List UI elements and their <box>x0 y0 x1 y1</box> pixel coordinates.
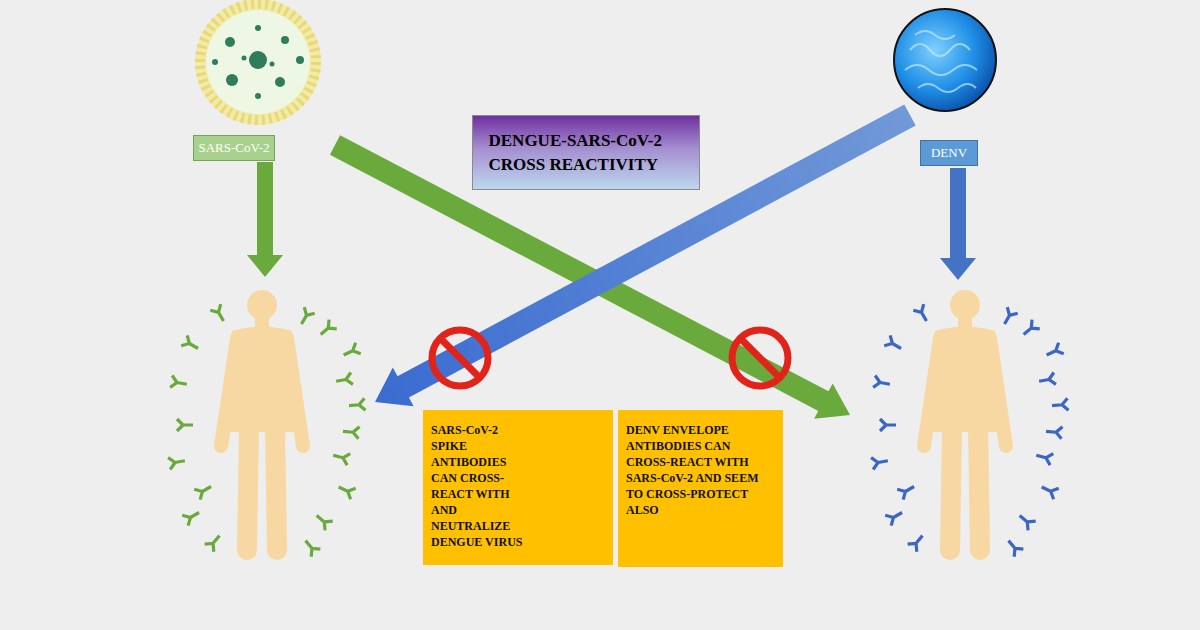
cross-arrow <box>375 104 916 406</box>
virus-label: SARS-CoV-2 <box>193 135 275 161</box>
title-text: DENGUE-SARS-CoV-2 CROSS REACTIVITY <box>489 129 684 177</box>
human-figure <box>221 290 303 550</box>
title-box: DENGUE-SARS-CoV-2 CROSS REACTIVITY <box>472 115 700 190</box>
antibodies <box>871 304 1068 557</box>
sars-virus <box>195 0 321 125</box>
virus-label: DENV <box>920 140 978 166</box>
node-text: DENV ENVELOPE ANTIBODIES CAN CROSS-REACT… <box>626 422 772 518</box>
node-text: SARS-CoV-2 <box>198 140 269 156</box>
prohibition-sign <box>432 330 488 386</box>
node-text: DENV <box>931 145 967 161</box>
node-text: SARS-CoV-2 SPIKE ANTIBODIES CAN CROSS-RE… <box>431 422 533 550</box>
infection-arrow <box>940 168 976 280</box>
infection-arrow <box>247 162 283 277</box>
note-box: DENV ENVELOPE ANTIBODIES CAN CROSS-REACT… <box>618 410 783 567</box>
dengue-virus <box>894 9 996 111</box>
note-box: SARS-CoV-2 SPIKE ANTIBODIES CAN CROSS-RE… <box>423 410 613 565</box>
prohibition-sign <box>732 330 788 386</box>
antibodies <box>168 304 365 557</box>
human-figure <box>924 290 1006 550</box>
